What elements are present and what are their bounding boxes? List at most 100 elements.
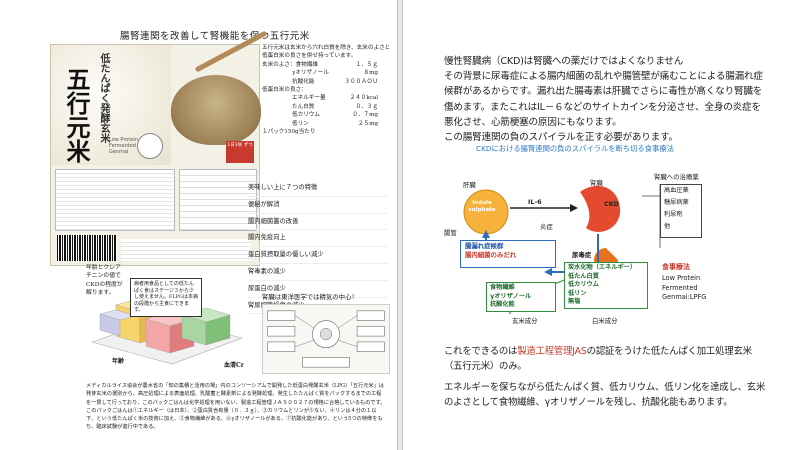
feature-item: 尿蛋白の減少 [248, 281, 388, 298]
kidney-label: 腎臓 [590, 179, 603, 187]
spec-footnote: １パック150g当たり [262, 129, 316, 136]
feature-heading: 美味しい上に７つの特徴 [248, 180, 388, 197]
liver-label: 肝臓 [463, 181, 476, 189]
arrow-head [570, 204, 578, 212]
package-stamp-icon [137, 133, 163, 159]
package-badge: 1日3食 ずつ [226, 141, 254, 163]
rice-item: 低カリウム [568, 281, 599, 289]
diagram-caption: CKDにおける腸腎連関の負のスパイラルを断ち切る食事療法 [476, 144, 674, 153]
chart-callout: 病者用食品としての低たんぱく食はステージ３から少し使えません。FLPGは本病の段… [130, 278, 202, 317]
left-page-title: 腸腎連関を改善して腎機能を保つ五行元米 [120, 31, 310, 42]
package-lid: 低たんぱく発酵玄米 五行元米 Low Protein Fermented Gen… [51, 45, 171, 165]
package-subtitle: 低たんぱく発酵玄米 [98, 53, 109, 143]
indole-sulphate-label: Indole sulphate [468, 200, 496, 213]
package-maker-info [121, 239, 251, 261]
spec-label: 抗酸化能 [292, 78, 315, 85]
dysbiosis-label: 腸内細菌のみだれ [465, 251, 517, 259]
certification-paragraph: これをできるのは製造工程管理JASの認証をうけた低たんぱく加工処理玄米（五行元米… [444, 344, 769, 374]
treatment-item: 糖尿病薬 [664, 199, 689, 206]
left-body-text: メディカルライス協会が農水省の「知の集積と活用の場」内のコンソーシアムで開発した… [86, 383, 386, 431]
treatment-item: 他 [664, 223, 671, 230]
package-english-name: Low Protein Fermented Genmai [109, 137, 138, 155]
spec-row: 低カリウム ０．７mg [262, 111, 392, 119]
spec-label: たん白質 [292, 103, 315, 110]
treatment-title: 腎臓への治療薬 [654, 173, 699, 181]
rice-item: 低たん白質 [568, 272, 599, 280]
intro-line: この腸腎連関の負のスパイラルを正す必要があります。 [444, 132, 678, 144]
spec-value: ０．７mg [352, 112, 378, 119]
book-gutter [397, 0, 403, 450]
genmai-label: 玄米成分 [512, 317, 538, 325]
gut-kidney-spiral-diagram [463, 184, 661, 314]
arrow-head [482, 230, 490, 238]
package-label-text [55, 169, 175, 231]
chart-x-axis-label: 年齢 [112, 358, 125, 365]
feature-item: 腎毒素の減少 [248, 264, 388, 281]
east-medicine-diagram [262, 304, 390, 374]
feature-item: 便秘が解消 [248, 197, 388, 214]
feature-item: 腸内細菌叢の改善 [248, 214, 388, 231]
treatment-item: 高血圧薬 [664, 187, 689, 194]
spec-value: ８mg [363, 70, 378, 77]
spec-row: 玄米のよさ： 食物繊維 １．５ｇ [262, 61, 392, 69]
leaky-gut-label: 腸漏れ症候群 [465, 242, 504, 250]
spec-value: ３００ＡＯＵ [344, 78, 378, 85]
genmai-item: 抗酸化能 [490, 301, 515, 309]
spec-label: 低カリウム [292, 112, 320, 119]
package-nutrition-table [179, 169, 257, 231]
left-page: 腸腎連関を改善して腎機能を保つ五行元米 低たんぱく発酵玄米 五行元米 Low P… [0, 0, 397, 450]
benefit-paragraph: エネルギーを保ちながら低たんぱく質、低カリウム、低リン化を達成し、玄米のよさとし… [444, 382, 766, 408]
genmai-item: 食物繊維 [490, 284, 515, 291]
ckd-label: CKD [604, 200, 619, 208]
genmai-component-box: 食物繊維 γオリザノール 抗酸化能 [486, 282, 556, 312]
barcode-icon [57, 235, 117, 261]
rice-item: 炭水化物（エネルギー） [568, 264, 637, 271]
intro-line: その背景に尿毒症による腸内細菌の乱れや腸管壁が痛むことによる腸漏れ症候群があるか… [444, 71, 763, 128]
chart-note: 年齢とクレアチニンの値でCKDの程度が解ります。 [86, 265, 123, 297]
spec-label: エネルギー量 [292, 95, 326, 102]
product-package-image: 低たんぱく発酵玄米 五行元米 Low Protein Fermented Gen… [50, 44, 261, 266]
chart-y-axis-label: 血清Cr [224, 362, 244, 369]
spec-row: 抗酸化能 ３００ＡＯＵ [262, 78, 392, 86]
spec-row: 低リン ２５mg [262, 120, 392, 128]
treatment-item: 利尿剤 [664, 211, 683, 218]
diet-therapy-title: 食事療法 [662, 263, 690, 271]
diet-line: Genmai:LPFG [662, 293, 707, 302]
il6-label: IL-6 [528, 198, 542, 206]
certification-pre: これをできるのは [444, 346, 518, 357]
rice-item: 無塩 [568, 298, 581, 306]
spec-row: 低蛋白米の良さ： [262, 86, 392, 94]
gut-problems-box: 腸漏れ症候群 腸内細菌のみだれ [460, 240, 556, 268]
spec-row: γオリザノール ８mg [262, 69, 392, 77]
spec-value: ２４０kcal [349, 95, 378, 102]
product-spec: 五行元米は玄米から穴れ白質を除き、玄米のよさと低蛋白米の良さを併せ持っています。… [262, 44, 392, 136]
uremia-label: 尿毒症 [572, 251, 592, 259]
east-medicine-title: 腎臓は東洋医学では精気の中心！ [262, 293, 358, 301]
rice-label: 白米成分 [592, 317, 618, 325]
intestine-label: 腸管 [444, 229, 457, 237]
spec-row: たん白質 ０．３ｇ [262, 103, 392, 111]
rice-component-box: 炭水化物（エネルギー） 低たん白質 低カリウム 低リン 無塩 [564, 262, 648, 309]
spec-row: エネルギー量 ２４０kcal [262, 94, 392, 102]
feature-item: 腸内免疫向上 [248, 230, 388, 248]
spec-label: 食物繊維 [295, 61, 318, 68]
diet-line: Low Protein [662, 274, 701, 282]
inflammation-label: 炎症 [540, 223, 553, 231]
spec-value: １．５ｇ [355, 61, 378, 68]
treatment-box: 高血圧薬 糖尿病薬 利尿剤 他 [660, 184, 702, 238]
spec-value: ０．３ｇ [355, 103, 378, 110]
rice-bowl-image [171, 75, 261, 145]
spec-label: 低リン [292, 120, 309, 127]
diet-line: Fermented [662, 283, 698, 292]
feature-item: 蛋白質摂取量の優しい減少 [248, 247, 388, 264]
spec-intro: 五行元米は玄米から穴れ白質を除き、玄米のよさと低蛋白米の良さを併せ持っています。 [262, 45, 391, 60]
kidney-shape [580, 185, 621, 232]
spec-group-title: 玄米のよさ： [262, 61, 296, 68]
genmai-item: γオリザノール [490, 292, 532, 300]
arrow-head [544, 268, 552, 276]
spec-value: ２５mg [357, 120, 378, 127]
spec-label: γオリザノール [292, 70, 329, 77]
package-brand-name: 五行元米 [62, 67, 91, 163]
right-intro-paragraph: 慢性腎臓病（CKD)は腎臓への薬だけではよくなりません その背景に尿毒症による腸… [444, 54, 766, 145]
certification-highlight: 製造工程管理JAS [517, 346, 587, 357]
